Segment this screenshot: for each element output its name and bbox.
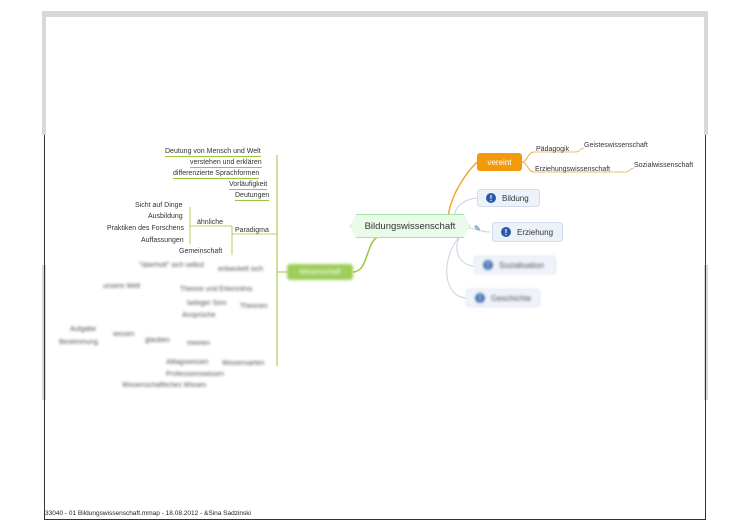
info-icon: ! (483, 260, 493, 270)
page-frame-right-lower (704, 265, 708, 400)
topic-gemeinschaft[interactable]: Gemeinschaft (179, 248, 223, 255)
topic-vorlaeufigkeit[interactable]: Vorläufigkeit (229, 181, 268, 190)
topic-blurred-1[interactable]: entwickelt sich (218, 266, 264, 273)
topic-blurred-4[interactable]: Theorien (240, 303, 268, 310)
topic-deutungen[interactable]: Deutungen (235, 192, 270, 201)
topic-geschichte-label: Geschichte (491, 293, 532, 303)
topic-blurred-2[interactable]: Theorie und Erkenntnis (180, 286, 253, 293)
topic-blurred-5[interactable]: farbiger Sinn (187, 300, 227, 307)
topic-blurred-9[interactable]: glauben (145, 337, 170, 344)
topic-blurred-14[interactable]: Professionswissen (166, 371, 224, 378)
central-topic-label: Bildungswissenschaft (364, 220, 456, 232)
info-icon: ! (475, 293, 485, 303)
topic-bildung[interactable]: ! Bildung (477, 189, 540, 207)
topic-aehnliche[interactable]: ähnliche (197, 219, 224, 226)
topic-vereint[interactable]: vereint (477, 153, 522, 171)
info-icon: ! (501, 227, 511, 237)
topic-erziehung[interactable]: ! Erziehung (492, 222, 563, 242)
topic-geschichte[interactable]: ! Geschichte (466, 289, 540, 307)
topic-paedagogik[interactable]: Pädagogik (536, 146, 570, 153)
topic-blurred-12[interactable]: Wissensarten (222, 360, 265, 367)
info-icon: ! (486, 193, 496, 203)
topic-bildung-label: Bildung (502, 193, 529, 203)
topic-auffassungen[interactable]: Auffassungen (141, 237, 184, 244)
topic-deutung-mensch-welt[interactable]: Deutung von Mensch und Welt (165, 148, 261, 157)
topic-blurred-6[interactable]: Ansprüche (182, 312, 216, 319)
note-icon: ✎ (474, 224, 481, 233)
topic-wissenschaft-label: Wissenschaft (299, 268, 341, 276)
topic-wissenschaft[interactable]: Wissenschaft (287, 264, 353, 280)
topic-blurred-7[interactable]: Aufgabe (70, 326, 97, 333)
topic-verstehen-erklaeren[interactable]: verstehen und erklären (190, 159, 262, 168)
page-frame-top (42, 11, 708, 17)
topic-differenzierte-sprachformen[interactable]: differenzierte Sprachformen (173, 170, 260, 179)
topic-erziehungswissenschaft[interactable]: Erziehungswissenschaft (535, 166, 611, 173)
topic-praktiken-des-forschens[interactable]: Praktiken des Forschens (107, 225, 185, 232)
page-frame-left (42, 11, 46, 135)
central-topic[interactable]: Bildungswissenschaft (350, 214, 470, 238)
page-border-left (44, 135, 45, 520)
topic-paradigma[interactable]: Paradigma (235, 227, 269, 234)
topic-blurred-3[interactable]: unsere Welt (103, 283, 141, 290)
topic-blurred-10[interactable]: Bestimmung (59, 339, 98, 346)
page-border-bottom (44, 519, 706, 520)
page-border-right (705, 135, 706, 520)
topic-sozialwissenschaft[interactable]: Sozialwissenschaft (634, 162, 694, 169)
page-frame-right (704, 11, 708, 135)
topic-sozialisation[interactable]: ! Sozialisation (474, 256, 556, 274)
topic-blurred-8[interactable]: wissen (113, 331, 135, 338)
topic-sicht-auf-dinge[interactable]: Sicht auf Dinge (135, 202, 183, 209)
topic-ueberholt[interactable]: "überholt" sich selbst (139, 262, 204, 269)
topic-blurred-15[interactable]: Wissenschaftliches Wissen (122, 382, 207, 389)
topic-blurred-11[interactable]: meinen (187, 340, 210, 347)
topic-ausbildung[interactable]: Ausbildung (148, 213, 183, 220)
topic-blurred-13[interactable]: Alltagswissen (166, 359, 209, 366)
topic-vereint-label: vereint (487, 157, 512, 167)
topic-geisteswissenschaft[interactable]: Geisteswissenschaft (584, 142, 648, 149)
topic-sozialisation-label: Sozialisation (499, 260, 544, 270)
page-footer: 33040 - 01 Bildungswissenschaft.mmap - 1… (45, 510, 251, 517)
topic-erziehung-label: Erziehung (517, 227, 554, 237)
